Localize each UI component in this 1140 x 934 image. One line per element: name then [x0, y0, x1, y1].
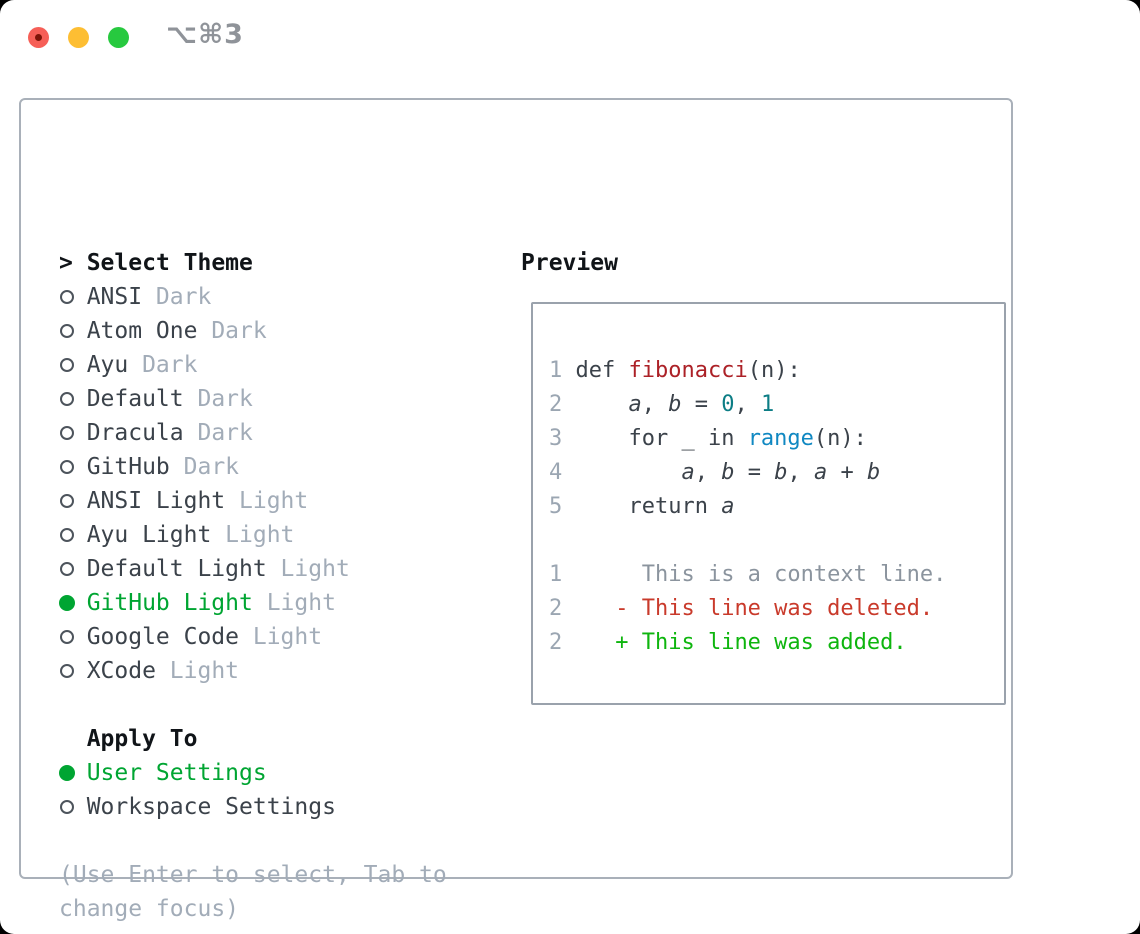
code-line: 5 return a: [549, 493, 735, 519]
preview-pane: 1 def fibonacci(n): 2 a, b = 0, 1 3 for _ …: [531, 302, 1006, 705]
theme-name: Default Light: [86, 556, 267, 582]
theme-option-github[interactable]: GitHub Dark: [59, 450, 447, 484]
theme-name: Ayu: [86, 352, 129, 378]
code-line: 3 for _ in range(n):: [549, 425, 867, 451]
help-text: change focus): [59, 896, 240, 922]
radio-icon: [59, 416, 87, 450]
help-text-line: change focus): [59, 892, 447, 926]
theme-variant: Light: [225, 488, 309, 514]
radio-icon: [59, 654, 87, 688]
theme-variant: Light: [211, 522, 295, 548]
focus-marker: >: [59, 250, 87, 276]
apply-option-label: Workspace Settings: [86, 794, 336, 820]
titlebar: ⌥⌘3: [0, 0, 1140, 70]
theme-variant: Light: [155, 658, 240, 684]
code-line: 1 def fibonacci(n):: [549, 357, 801, 383]
theme-name: XCode: [86, 658, 156, 684]
theme-option-xcode[interactable]: XCode Light: [59, 654, 447, 688]
theme-variant: Light: [266, 556, 350, 582]
close-button[interactable]: [28, 27, 49, 48]
help-text-line: (Use Enter to select, Tab to: [59, 858, 447, 892]
blank-line: [549, 523, 946, 557]
select-theme-title: Select Theme: [86, 250, 253, 276]
theme-variant: Light: [252, 590, 336, 616]
apply-to-title: Apply To: [86, 726, 198, 752]
theme-option-ansi[interactable]: ANSI Dark: [59, 280, 447, 314]
theme-option-ansi-light[interactable]: ANSI Light Light: [59, 484, 447, 518]
theme-option-default-light[interactable]: Default Light Light: [59, 552, 447, 586]
zoom-button[interactable]: [108, 27, 129, 48]
preview-heading: Preview: [521, 250, 618, 276]
code-line: 4 a, b = b, a + b: [549, 459, 881, 485]
theme-variant: Dark: [128, 352, 198, 378]
code-line: 2 + This line was added.: [549, 629, 907, 655]
code-line: 2 a, b = 0, 1: [549, 391, 775, 417]
apply-option-label: User Settings: [86, 760, 267, 786]
theme-variant: Dark: [183, 420, 253, 446]
apply-to-header: Apply To: [59, 722, 447, 756]
radio-icon: [59, 552, 87, 586]
theme-name: Atom One: [86, 318, 198, 344]
radio-selected-icon: [59, 586, 87, 620]
radio-icon: [59, 790, 87, 824]
theme-option-github-light[interactable]: GitHub Light Light: [59, 586, 447, 620]
radio-selected-icon: [59, 756, 87, 790]
code-line: 1 This is a context line.: [549, 561, 947, 587]
theme-variant: Dark: [169, 454, 240, 480]
spacer: [59, 722, 87, 756]
theme-option-ayu-light[interactable]: Ayu Light Light: [59, 518, 447, 552]
window-title: ⌥⌘3: [166, 19, 244, 50]
theme-name: Google Code: [86, 624, 240, 650]
theme-variant: Dark: [142, 284, 212, 310]
theme-variant: Dark: [183, 386, 253, 412]
spacer-row: [59, 824, 447, 858]
radio-icon: [59, 620, 87, 654]
radio-icon: [59, 348, 87, 382]
theme-name: Dracula: [86, 420, 184, 446]
apply-option-user-settings[interactable]: User Settings: [59, 756, 447, 790]
radio-icon: [59, 450, 87, 484]
theme-name: ANSI Light: [86, 488, 226, 514]
select-theme-header: > Select Theme: [59, 246, 447, 280]
theme-name: Default: [86, 386, 184, 412]
radio-icon: [59, 314, 87, 348]
theme-name: GitHub Light: [86, 590, 253, 616]
theme-name: GitHub: [86, 454, 170, 480]
theme-option-ayu[interactable]: Ayu Dark: [59, 348, 447, 382]
minimize-button[interactable]: [68, 27, 89, 48]
theme-option-dracula[interactable]: Dracula Dark: [59, 416, 447, 450]
spacer-row: [59, 688, 447, 722]
preview-code: 1 def fibonacci(n): 2 a, b = 0, 1 3 for _ …: [549, 353, 946, 659]
theme-variant: Light: [239, 624, 323, 650]
theme-option-atom-one[interactable]: Atom One Dark: [59, 314, 447, 348]
theme-option-default[interactable]: Default Dark: [59, 382, 447, 416]
radio-icon: [59, 484, 87, 518]
theme-option-google-code[interactable]: Google Code Light: [59, 620, 447, 654]
radio-icon: [59, 518, 87, 552]
radio-icon: [59, 280, 87, 314]
theme-name: Ayu Light: [86, 522, 212, 548]
apply-option-workspace-settings[interactable]: Workspace Settings: [59, 790, 447, 824]
code-line: 2 - This line was deleted.: [549, 595, 934, 621]
help-text: (Use Enter to select, Tab to: [59, 862, 447, 888]
theme-name: ANSI: [86, 284, 143, 310]
theme-variant: Dark: [197, 318, 267, 344]
radio-icon: [59, 382, 87, 416]
